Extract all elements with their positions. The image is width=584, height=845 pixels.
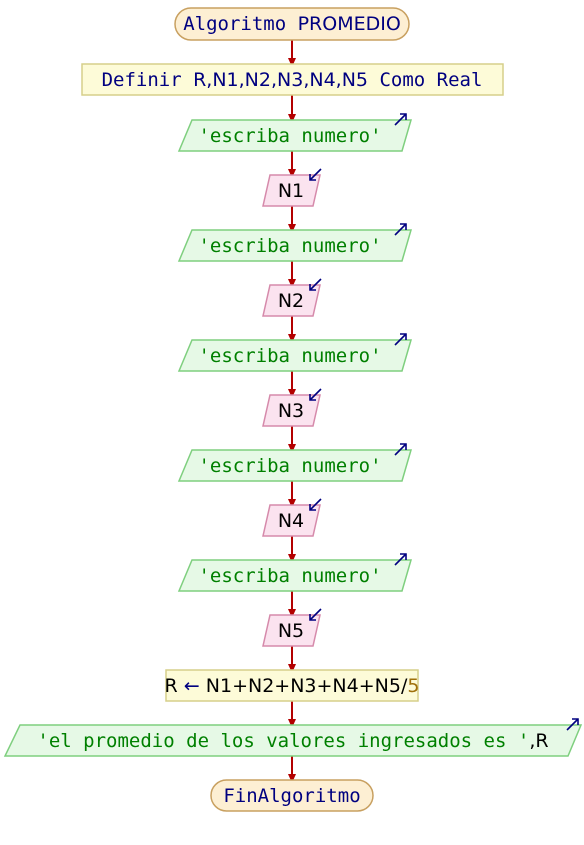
output-prompt-text: 'escriba numero' [198, 565, 381, 587]
define-label: Definir R,N1,N2,N3,N4,N5 Como Real [102, 69, 483, 91]
input-read-n4[interactable]: N4 [262, 498, 322, 537]
output-prompt-text: 'escriba numero' [198, 125, 381, 147]
output-arrow-icon [394, 553, 407, 566]
output-arrow-icon [566, 718, 579, 731]
input-variable-label: N2 [278, 290, 304, 312]
output-prompt-text: 'escriba numero' [198, 235, 381, 257]
end-label: FinAlgoritmo [223, 785, 360, 807]
input-arrow-icon [309, 388, 322, 401]
start-label: Algoritmo PROMEDIO [183, 13, 401, 35]
input-arrow-icon [309, 608, 322, 621]
output-arrow-icon [394, 333, 407, 346]
output-prompt-1[interactable]: 'escriba numero' [177, 113, 412, 152]
output-arrow-icon [394, 223, 407, 236]
input-read-n2[interactable]: N2 [262, 278, 322, 317]
define-process[interactable]: Definir R,N1,N2,N3,N4,N5 Como Real [81, 63, 504, 96]
output-prompt-text: 'escriba numero' [198, 345, 381, 367]
start-terminal[interactable]: Algoritmo PROMEDIO [174, 7, 410, 41]
output-arrow-icon [394, 113, 407, 126]
output-arrow-icon [394, 443, 407, 456]
output-result[interactable]: 'el promedio de los valores ingresados e… [3, 718, 583, 757]
output-prompt-4[interactable]: 'escriba numero' [177, 443, 412, 482]
output-result-label: 'el promedio de los valores ingresados e… [37, 730, 548, 752]
input-read-n3[interactable]: N3 [262, 388, 322, 427]
input-arrow-icon [309, 278, 322, 291]
input-read-n1[interactable]: N1 [262, 168, 322, 207]
input-variable-label: N3 [278, 400, 304, 422]
input-variable-label: N5 [278, 620, 304, 642]
input-variable-label: N1 [278, 180, 304, 202]
input-arrow-icon [309, 498, 322, 511]
input-read-n5[interactable]: N5 [262, 608, 322, 647]
assign-process[interactable]: R ← N1+N2+N3+N4+N5/5 [165, 669, 420, 702]
end-terminal[interactable]: FinAlgoritmo [210, 779, 374, 812]
input-variable-label: N4 [278, 510, 304, 532]
output-prompt-text: 'escriba numero' [198, 455, 381, 477]
output-prompt-5[interactable]: 'escriba numero' [177, 553, 412, 592]
input-arrow-icon [309, 168, 322, 181]
output-prompt-3[interactable]: 'escriba numero' [177, 333, 412, 372]
assign-label: R ← N1+N2+N3+N4+N5/5 [165, 675, 420, 697]
output-prompt-2[interactable]: 'escriba numero' [177, 223, 412, 262]
